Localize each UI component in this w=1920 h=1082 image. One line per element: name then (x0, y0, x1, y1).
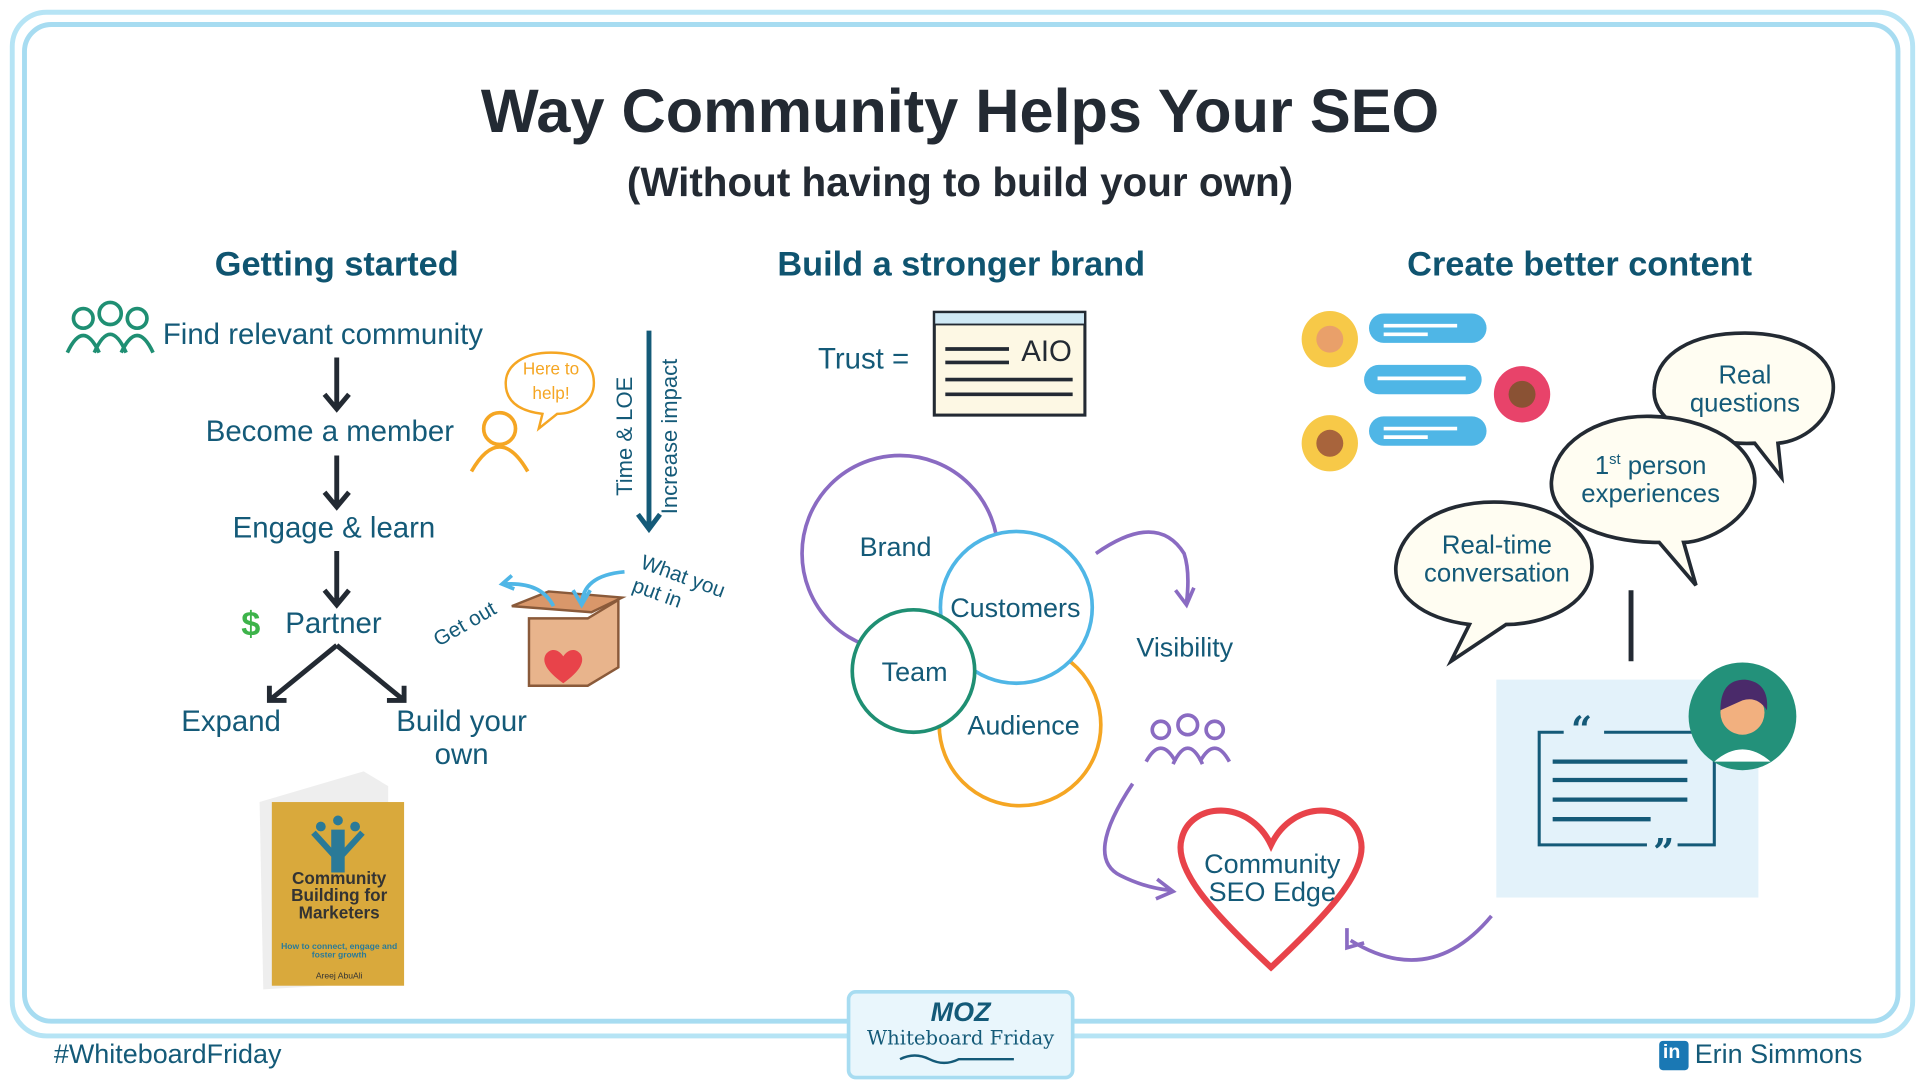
people-group-icon (65, 300, 155, 354)
speech-bubble-shape (504, 351, 596, 432)
quote-icon (1537, 730, 1716, 847)
heading-brand: Build a stronger brand (777, 244, 1146, 283)
bubble-real-time: Real-time conversation (1424, 531, 1570, 588)
down-arrow-impact (636, 330, 662, 534)
svg-text:“: “ (1571, 708, 1592, 751)
linkedin-label: in (1662, 1042, 1681, 1063)
trust-label: Trust = (817, 342, 910, 376)
page-subtitle: (Without having to build your own) (626, 159, 1294, 205)
dollar-icon: $ (241, 604, 261, 643)
series-name: Whiteboard Friday (867, 1026, 1055, 1050)
step-find-community: Find relevant community (162, 318, 483, 352)
person-icon (469, 410, 530, 473)
bubble-real-questions: Real questions (1689, 361, 1800, 418)
step-become-member: Become a member (205, 415, 454, 449)
visibility-arrow (1094, 530, 1196, 609)
book-cover-image (259, 771, 405, 990)
box-with-heart-icon (498, 570, 627, 687)
book-author: Areej AbuAli (315, 972, 363, 981)
book-subtitle: How to connect, engage and foster growth (281, 942, 398, 961)
aio-label: AIO (1021, 335, 1072, 369)
flow-arrows (266, 357, 407, 703)
increase-impact-label: Increase impact (657, 358, 683, 515)
heart-arrow-right (1345, 914, 1493, 962)
community-people-icon (1144, 713, 1232, 765)
heading-getting-started: Getting started (214, 244, 459, 283)
circle-audience-label: Audience (967, 710, 1080, 741)
step-engage-learn: Engage & learn (232, 511, 436, 545)
circle-team-label: Team (881, 656, 948, 687)
ordinal-superscript: st (1609, 450, 1621, 468)
heart-arrow-left (1102, 782, 1177, 901)
branch-expand: Expand (181, 705, 281, 739)
linkedin-icon (1659, 1040, 1689, 1071)
author-name[interactable]: Erin Simmons (1694, 1038, 1863, 1069)
chat-avatars (1301, 311, 1551, 472)
time-loe-label: Time & LOE (612, 376, 637, 496)
customers-circle (938, 529, 1095, 686)
heart-shape (1177, 807, 1365, 972)
aio-window-icon (932, 310, 1087, 417)
thought-bubbles (1394, 331, 1836, 667)
bubble-first-person: 1st person experiences (1581, 450, 1720, 509)
step-partner: Partner (285, 607, 382, 641)
heading-content: Create better content (1407, 244, 1753, 283)
circle-brand-label: Brand (859, 531, 932, 563)
svg-text:”: ” (1653, 830, 1674, 873)
visibility-label: Visibility (1136, 631, 1234, 663)
chat-messages (1364, 313, 1487, 446)
page-title: Way Community Helps Your SEO (480, 77, 1440, 146)
moz-logo: MOZ (930, 996, 991, 1028)
circle-customers-label: Customers (950, 592, 1081, 624)
hashtag: #WhiteboardFriday (53, 1038, 282, 1069)
book-title: Community Building for Marketers (291, 868, 388, 923)
author-avatar (1688, 662, 1797, 771)
team-circle (850, 607, 977, 735)
here-to-help-bubble: Here to help! (522, 358, 580, 403)
heart-label: Community SEO Edge (1204, 848, 1341, 908)
branch-build-own: Build your own (396, 705, 527, 772)
